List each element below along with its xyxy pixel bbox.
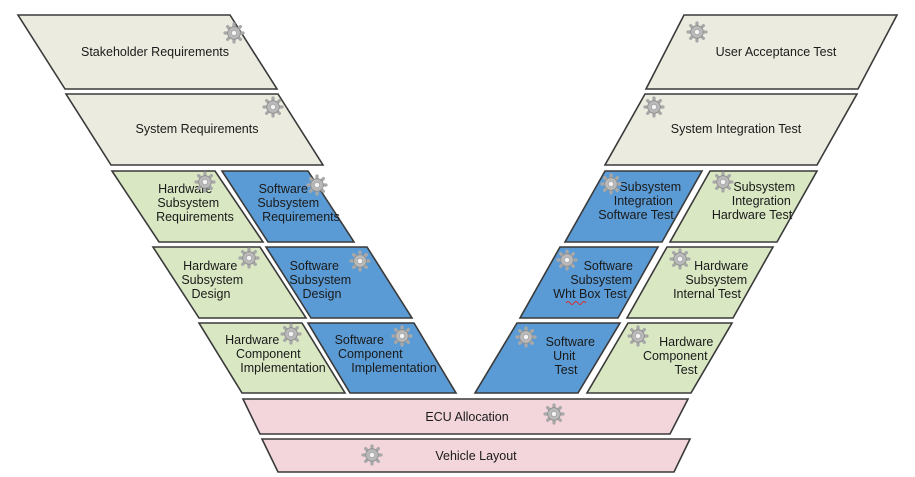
- software-unit-test-label: Software Unit Test: [546, 335, 599, 377]
- hardware-component-implementation-block: Hardware Component Implementation: [197, 322, 347, 394]
- gear-icon: [349, 250, 371, 272]
- gear-icon: [515, 326, 537, 348]
- hw-subsystem-requirements-label: Hardware Subsystem Requirements: [156, 182, 234, 224]
- hardware-subsystem-design-block: Hardware Subsystem Design: [151, 246, 308, 319]
- spellcheck-squiggle: [565, 301, 587, 305]
- system-integration-test-block: System Integration Test: [603, 93, 859, 166]
- gear-icon: [306, 174, 328, 196]
- subsystem-integration-hardware-test-block: Subsystem Integration Hardware Test: [668, 170, 819, 243]
- stakeholder-requirements-block: Stakeholder Requirements: [16, 14, 279, 90]
- vehicle-layout-block: Vehicle Layout: [260, 438, 692, 473]
- software-subsystem-wht-box-test-block: Software Subsystem Wht Box Test: [518, 246, 660, 319]
- ecu-allocation-label: ECU Allocation: [425, 410, 508, 424]
- sw-subsystem-design-label: Software Subsystem Design: [289, 259, 354, 301]
- hardware-subsystem-internal-test-label: Hardware Subsystem Internal Test: [673, 259, 752, 301]
- system-requirements-label: System Requirements: [136, 122, 259, 136]
- hardware-subsystem-requirements-block: Hardware Subsystem Requirements: [110, 170, 265, 243]
- hardware-component-test-block: Hardware Component Test: [585, 322, 734, 394]
- gear-icon: [543, 403, 565, 425]
- software-subsystem-wht-box-test-label: Software Subsystem Wht Box Test: [553, 259, 636, 301]
- hardware-subsystem-internal-test-block: Hardware Subsystem Internal Test: [625, 246, 775, 319]
- subsystem-integration-software-test-block: Subsystem Integration Software Test: [563, 170, 704, 243]
- gear-icon: [600, 173, 622, 195]
- system-integration-test-label: System Integration Test: [671, 122, 802, 136]
- vehicle-layout-label: Vehicle Layout: [435, 449, 517, 463]
- system-requirements-block: System Requirements: [64, 93, 325, 166]
- gear-icon: [669, 248, 691, 270]
- hardware-component-test-label: Hardware Component Test: [643, 335, 717, 377]
- subsystem-integration-software-test-label: Subsystem Integration Software Test: [598, 180, 684, 222]
- gear-icon: [391, 325, 413, 347]
- subsystem-integration-hardware-test-label: Subsystem Integration Hardware Test: [712, 180, 799, 222]
- gear-icon: [686, 21, 708, 43]
- software-unit-test-block: Software Unit Test: [473, 322, 622, 394]
- software-subsystem-requirements-block: Software Subsystem Requirements: [220, 170, 356, 243]
- user-acceptance-test-block: User Acceptance Test: [644, 14, 899, 90]
- gear-icon: [238, 247, 260, 269]
- gear-icon: [223, 22, 245, 44]
- gear-icon: [262, 96, 284, 118]
- ecu-allocation-block: ECU Allocation: [241, 398, 690, 435]
- software-subsystem-design-block: Software Subsystem Design: [264, 246, 414, 319]
- gear-icon: [556, 249, 578, 271]
- gear-icon: [627, 325, 649, 347]
- hw-component-implementation-label: Hardware Component Implementation: [225, 333, 326, 375]
- user-acceptance-test-label: User Acceptance Test: [716, 45, 837, 59]
- gear-icon: [712, 171, 734, 193]
- gear-icon: [643, 96, 665, 118]
- sw-component-implementation-label: Software Component Implementation: [335, 333, 437, 375]
- hw-subsystem-design-label: Hardware Subsystem Design: [181, 259, 246, 301]
- gear-icon: [361, 444, 383, 466]
- sw-subsystem-requirements-label: Software Subsystem Requirements: [257, 182, 340, 224]
- gear-icon: [194, 171, 216, 193]
- gear-icon: [280, 323, 302, 345]
- software-component-implementation-block: Software Component Implementation: [306, 322, 458, 394]
- stakeholder-requirements-label: Stakeholder Requirements: [81, 45, 229, 59]
